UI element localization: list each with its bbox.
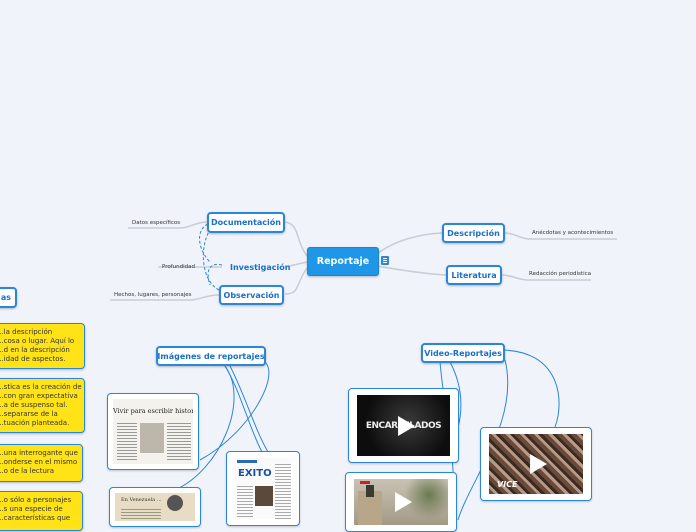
topic-observacion[interactable]: Observación <box>219 285 284 305</box>
topic-label: Observación <box>223 290 280 300</box>
topic-label: Documentación <box>211 218 281 227</box>
note-line: ...una interrogante que <box>0 449 78 457</box>
note-card-1[interactable]: ...la descripción ...cosa o lugar. Aquí … <box>0 323 85 369</box>
subtopic-datos-especificos[interactable]: Datos específicos <box>132 220 181 226</box>
image-newspaper-vivir-para-escribir[interactable]: Vivir para escribir historias <box>107 393 199 470</box>
topic-descripcion[interactable]: Descripción <box>442 223 505 243</box>
topic-label: Literatura <box>451 270 497 280</box>
note-card-4[interactable]: ...o sólo a personajes ...s una especie … <box>0 491 83 531</box>
play-icon[interactable] <box>397 415 415 436</box>
note-line: ...onderse en el mismo <box>0 458 78 466</box>
root-topic-reportaje[interactable]: Reportaje <box>307 247 379 276</box>
note-line: ...separarse de la <box>0 410 58 418</box>
topic-documentacion[interactable]: Documentación <box>207 212 285 233</box>
topic-label: Descripción <box>447 228 500 238</box>
subtopic-hechos-lugares-personajes[interactable]: Hechos, lugares, personajes <box>114 292 192 298</box>
note-line: ...idad de aspectos. <box>0 355 66 363</box>
note-line: ...tuación planteada. <box>0 419 70 427</box>
note-line: ...o de la lectura <box>0 467 55 475</box>
image-newspaper-venezuela[interactable]: En Venezuela ... <box>109 487 201 527</box>
topic-literatura[interactable]: Literatura <box>446 265 502 285</box>
topic-label: ...as <box>0 293 11 302</box>
magazine-headline: EXITO <box>238 468 272 479</box>
topic-investigacion[interactable]: Investigación <box>230 263 291 272</box>
video-thumbnail: VICE <box>489 434 583 494</box>
video-thumbnail: ENCARCELADOS <box>357 395 450 456</box>
note-line: ...stica es la creación de <box>0 383 82 391</box>
note-line: ...a de suspenso tal. <box>0 401 68 409</box>
video-vice-staircase[interactable]: VICE <box>480 427 592 501</box>
video-thumbnail <box>354 479 448 525</box>
note-line: ...o sólo a personajes <box>0 496 72 504</box>
note-line: ...características que <box>0 514 71 522</box>
magazine-thumbnail: EXITO <box>235 458 291 519</box>
note-line: ...d en la descripción <box>0 346 70 354</box>
video-palm-tree-soldier[interactable] <box>345 472 457 532</box>
topic-label: Video-Reportajes <box>424 348 502 358</box>
note-line: ...s una especie de <box>0 505 63 513</box>
image-magazine-exito[interactable]: EXITO <box>226 451 300 526</box>
topic-video-reportajes[interactable]: Video-Reportajes <box>421 343 505 363</box>
note-line: ...con gran expectativa <box>0 392 78 400</box>
newspaper-headline: Vivir para escribir historias <box>113 407 193 415</box>
play-icon[interactable] <box>395 492 413 512</box>
newspaper-headline: En Venezuela ... <box>121 497 162 503</box>
note-line: ...cosa o lugar. Aquí lo <box>0 337 75 345</box>
note-card-3[interactable]: ...una interrogante que ...onderse en el… <box>0 444 83 482</box>
subtopic-anecdotas[interactable]: Anécdotas y acontecimientos <box>532 230 614 236</box>
topic-offscreen[interactable]: ...as <box>0 287 17 308</box>
video-encarcelados[interactable]: ENCARCELADOS <box>348 388 459 463</box>
root-label: Reportaje <box>316 256 370 267</box>
play-icon[interactable] <box>530 454 548 474</box>
newspaper-thumbnail: Vivir para escribir historias <box>113 399 193 464</box>
vice-logo: VICE <box>497 480 518 489</box>
subtopic-redaccion-periodistica[interactable]: Redacción periodística <box>529 271 591 277</box>
topic-label: Imágenes de reportajes <box>157 351 265 361</box>
note-card-2[interactable]: ...stica es la creación de ...con gran e… <box>0 378 85 433</box>
newspaper-thumbnail: En Venezuela ... <box>115 493 195 521</box>
subtopic-profundidad[interactable]: Profundidad <box>162 264 196 270</box>
note-icon[interactable] <box>381 256 389 265</box>
topic-imagenes-de-reportajes[interactable]: Imágenes de reportajes <box>156 346 266 366</box>
note-line: ...la descripción <box>0 328 53 336</box>
